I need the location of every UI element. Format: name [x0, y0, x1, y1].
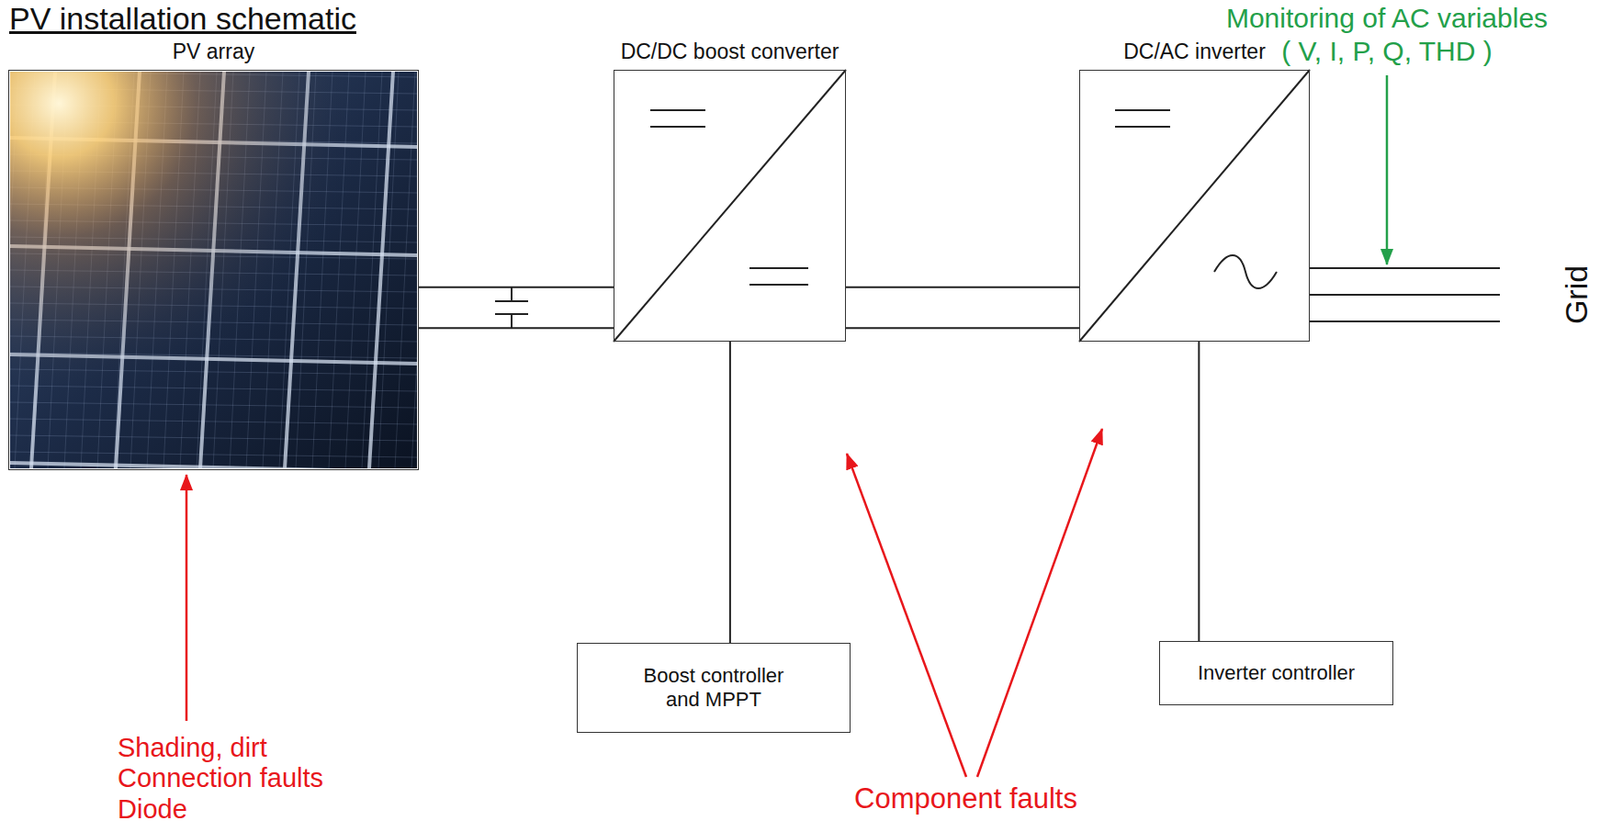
box-text: Inverter controller [1197, 661, 1355, 686]
box-text: Boost controller and MPPT [633, 664, 795, 713]
sun-glow [10, 71, 417, 469]
connector-wire [1197, 341, 1200, 642]
controller-box: Inverter controller [1159, 641, 1394, 706]
inverter-symbol [1079, 69, 1310, 342]
ac-symbol [1214, 255, 1277, 289]
monitoring-arrow [1385, 75, 1389, 265]
pv-array-box: PV array [8, 69, 419, 471]
diagram-title: PV installation schematic [9, 0, 357, 38]
dc-symbol [749, 283, 809, 286]
converter-diagonal [613, 69, 846, 342]
controller-box: Boost controller and MPPT [576, 642, 851, 733]
capacitor-lead [510, 287, 513, 302]
capacitor-plate [495, 313, 529, 316]
boost-converter-box: DC/DC boost converter [613, 69, 846, 342]
pv-panel-surface [10, 71, 417, 469]
grid-label: Grid [1560, 265, 1592, 325]
monitoring-note: Monitoring of AC variables ( V, I, P, Q,… [1220, 1, 1554, 68]
dc-symbol [1115, 125, 1171, 128]
grid-wire [1309, 293, 1500, 296]
box-heading: DC/AC inverter [1123, 39, 1266, 66]
dc-symbol [1115, 109, 1171, 112]
capacitor-lead [510, 314, 513, 328]
dc-symbol [650, 109, 706, 112]
box-heading: PV array [172, 39, 255, 66]
box-heading: DC/DC boost converter [620, 39, 840, 66]
capacitor-plate [495, 300, 529, 303]
converter-diagonal [1079, 69, 1310, 342]
fault-arrow [977, 428, 1103, 778]
pv-panel-picture [10, 71, 417, 469]
inverter-box: DC/AC inverter [1079, 69, 1310, 342]
connector-wire [418, 287, 614, 328]
connector-wire [729, 341, 732, 643]
fault-note: Shading, dirt Connection faults Diode [117, 732, 366, 825]
grid-wire [1309, 267, 1500, 270]
dc-symbol [650, 125, 706, 128]
fault-arrow [185, 474, 189, 722]
fault-arrow [846, 453, 967, 778]
boost-converter-symbol [613, 69, 846, 342]
grid-wire [1309, 320, 1500, 323]
dc-symbol [749, 267, 809, 270]
connector-wire [845, 287, 1080, 328]
capacitor-symbol [495, 287, 529, 328]
fault-note: Component faults [854, 782, 1078, 816]
grid-wires [1309, 268, 1500, 322]
